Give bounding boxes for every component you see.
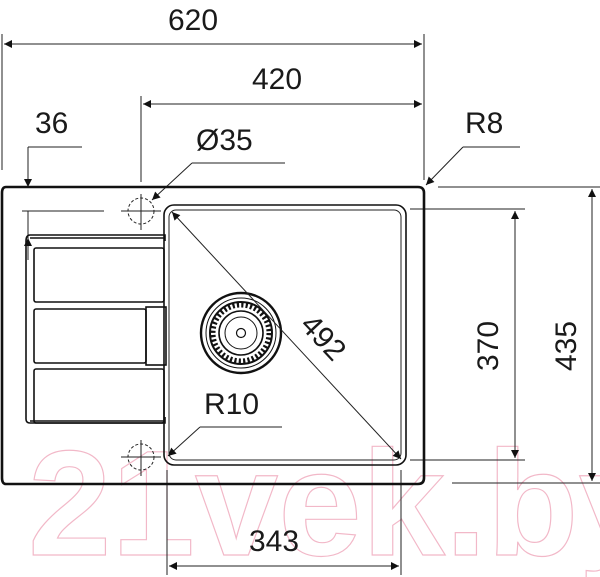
dimension-620: 620 (4, 4, 422, 48)
drainer-step (145, 306, 167, 366)
outer-radius-label: R8 (465, 107, 503, 140)
dimension-420: 420 (143, 63, 422, 108)
drainer-groove-2 (33, 308, 147, 364)
tap-hole-diameter-label: Ø35 (196, 124, 253, 157)
dimension-r8: R8 (425, 107, 520, 186)
drainer (25, 234, 167, 424)
bowl-width-label: 343 (249, 525, 299, 558)
overall-depth-label: 435 (550, 321, 583, 371)
drainer-groove-3 (33, 368, 165, 424)
sink-outer-edge (0, 185, 426, 486)
drain-strainer-icon (199, 291, 283, 375)
dimension-36: 36 (24, 107, 68, 260)
dimension-343: 343 (169, 525, 399, 570)
tap-hole-offset-label: 36 (35, 107, 68, 140)
dimension-diameter-35: Ø35 (151, 124, 285, 201)
bowl-radius-label: R10 (204, 388, 259, 421)
watermark-text: 21vek.by (28, 419, 600, 577)
tap-hole-top (121, 194, 161, 230)
drainer-groove-1 (33, 247, 165, 303)
dimension-435: 435 (550, 189, 596, 481)
tap-hole-bottom (121, 440, 161, 476)
bowl-section-width-label: 420 (252, 63, 302, 96)
watermark: 21vek.by (27, 418, 600, 577)
extension-lines (1, 34, 600, 575)
overall-width-label: 620 (168, 4, 218, 37)
dimension-r10: R10 (167, 388, 282, 457)
bowl-diagonal-label: 492 (294, 308, 352, 367)
bowl-depth-label: 370 (472, 321, 505, 371)
sink-bowl (163, 204, 407, 466)
dimension-370: 370 (472, 211, 519, 458)
